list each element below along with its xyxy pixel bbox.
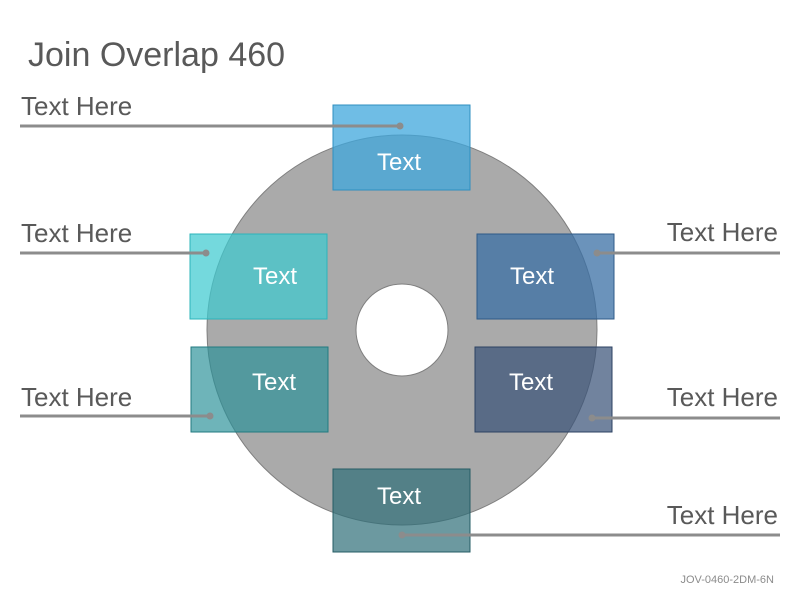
leader-dot-low-right [588,414,596,422]
label-low-right: Text Here [666,382,778,412]
ring-hole [355,283,449,377]
box-lower-left [190,346,329,433]
footer-code: JOV-0460-2DM-6N [680,574,774,586]
box-top [332,104,471,191]
label-mid-right: Text Here [666,217,778,247]
box-text-lower-left: Text [252,369,296,396]
box-text-bottom: Text [377,483,421,510]
box-text-upper-right: Text [510,263,554,290]
leader-lines [20,122,780,539]
box-text-top: Text [377,149,421,176]
leader-dot-mid-left [202,249,210,257]
label-low-left: Text Here [21,382,133,412]
leader-dot-bottom-right [398,531,406,539]
box-upper-left [189,233,328,320]
leader-dot-low-left [206,412,214,420]
label-mid-left: Text Here [21,218,133,248]
slide-title: Join Overlap 460 [28,36,286,74]
label-bottom-right: Text Here [666,500,778,530]
leader-dot-mid-right [593,249,601,257]
box-upper-right [476,233,615,320]
box-bottom [332,468,471,553]
box-text-upper-left: Text [253,263,297,290]
box-text-lower-right: Text [509,369,553,396]
leader-dot-top-left [396,122,404,130]
label-top-left: Text Here [21,91,133,121]
